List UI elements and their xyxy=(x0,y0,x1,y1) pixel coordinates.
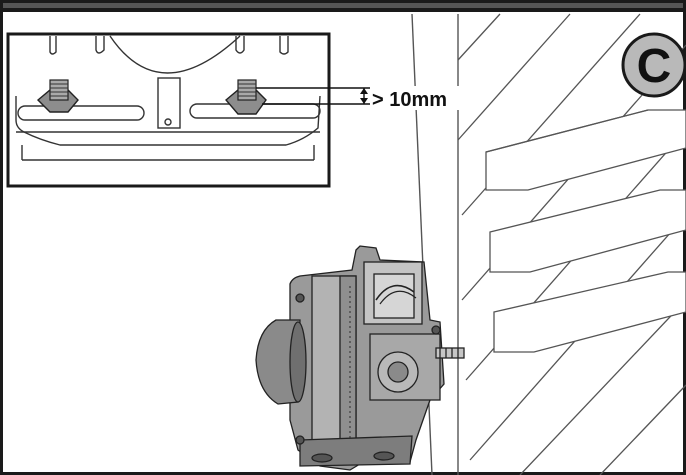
release-knob xyxy=(255,319,301,405)
step-badge: C xyxy=(621,32,686,98)
left-slot xyxy=(17,105,145,121)
motor-housing-top xyxy=(109,35,241,74)
motor-base-tray xyxy=(15,95,321,146)
dimension-marker xyxy=(256,87,372,105)
left-nut xyxy=(36,79,79,113)
dimension-label-bg xyxy=(370,86,472,110)
step-badge-label: C xyxy=(637,40,672,93)
inset-detail: > 10mm xyxy=(6,32,472,188)
dimension-label: > 10mm xyxy=(372,89,447,111)
mounting-bolt xyxy=(435,347,465,359)
right-nut xyxy=(225,79,267,115)
top-bar-edge xyxy=(0,8,686,12)
gate-panel xyxy=(457,13,686,475)
gate-motor xyxy=(255,245,465,471)
center-tab xyxy=(157,77,181,129)
